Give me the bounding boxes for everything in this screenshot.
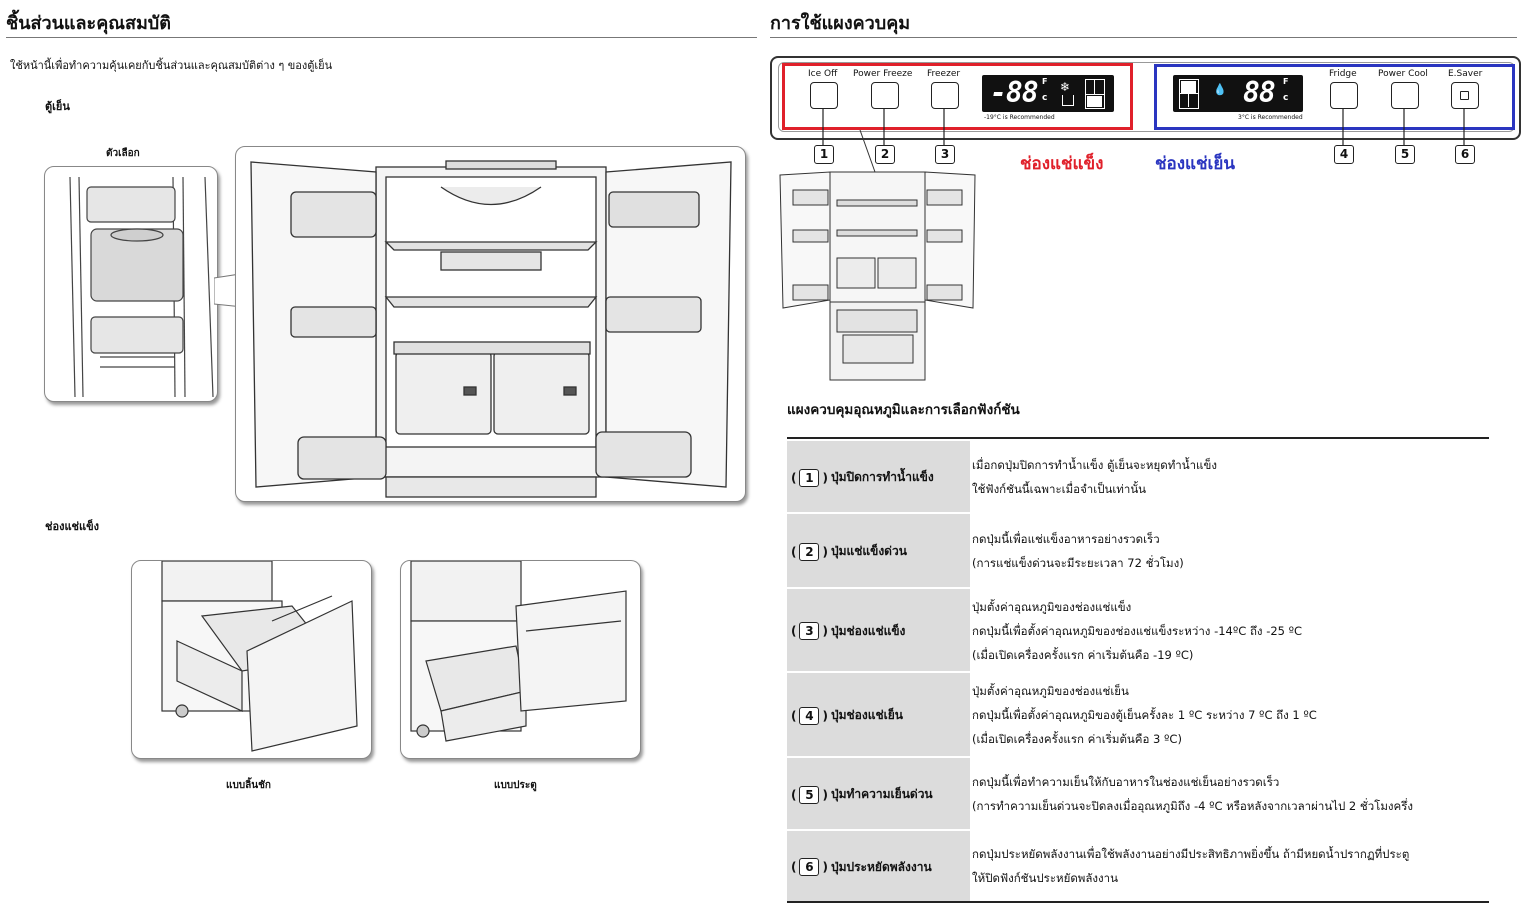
- row-name: ปุ่มประหยัดพลังงาน: [830, 859, 932, 874]
- left-intro: ใช้หน้านี้เพื่อทำความคุ้นเคยกับชิ้นส่วนแ…: [10, 59, 333, 72]
- fridge-zone-highlight: [1154, 64, 1515, 130]
- snowflake-icon: ❄: [1060, 80, 1071, 94]
- power-freeze-label: Power Freeze: [853, 69, 913, 79]
- fridge-label: Fridge: [1329, 69, 1357, 79]
- table-row: (4) ปุ่มช่องแช่เย็น ปุ่มตั้งค่าอุณหภูมิข…: [787, 671, 1489, 758]
- fridge-freezer-icon: [1085, 79, 1105, 109]
- row-desc-line: กดปุ่มประหยัดพลังงานเพื่อใช้พลังงานอย่าง…: [972, 847, 1410, 861]
- callout-number-6: 6: [1455, 145, 1475, 164]
- table-top-rule: [787, 437, 1489, 439]
- right-title: การใช้แผงควบคุม: [770, 13, 911, 34]
- table-row: (5) ปุ่มทำความเย็นด่วน กดปุ่มนี้เพื่อทำค…: [787, 756, 1489, 831]
- table-bottom-rule: [787, 901, 966, 903]
- freezer-unit-f: F: [1042, 77, 1048, 86]
- callout-number-5: 5: [1395, 145, 1415, 164]
- ice-off-button[interactable]: [810, 82, 838, 109]
- row-desc-line: (เมื่อเปิดเครื่องครั้งแรก ค่าเริ่มต้นคือ…: [972, 647, 1194, 662]
- row-desc-line: กดปุ่มนี้เพื่อตั้งค่าอุณหภูมิของตู้เย็นค…: [972, 708, 1317, 722]
- fridge-display: 💧 88 F c: [1173, 75, 1303, 112]
- fridge-recommend-note: 3°C is Recommended: [1238, 114, 1303, 121]
- ice-off-label: Ice Off: [808, 69, 838, 79]
- callout-number-1: 1: [814, 145, 834, 164]
- fridge-button[interactable]: [1330, 82, 1358, 109]
- left-title-rule: [6, 37, 757, 38]
- freezer-recommend-note: -19°C is Recommended: [984, 114, 1055, 121]
- row-number: 2: [799, 542, 820, 561]
- fridge-temp-readout: 88: [1243, 76, 1276, 109]
- water-drop-icon: 💧: [1213, 83, 1227, 96]
- row-desc-line: (เมื่อเปิดเครื่องครั้งแรก ค่าเริ่มต้นคือ…: [972, 732, 1182, 746]
- table-row: (3) ปุ่มช่องแช่แข็ง ปุ่มตั้งค่าอุณหภูมิข…: [787, 587, 1489, 673]
- door-type-illustration: [400, 560, 641, 759]
- freezer-display: -88 F c ❄: [982, 75, 1114, 112]
- freezer-button[interactable]: [931, 82, 959, 109]
- row-desc-line: ให้ปิดฟังก์ชันประหยัดพลังงาน: [972, 871, 1118, 885]
- fridge-heading: ตู้เย็น: [45, 100, 70, 113]
- row-desc-line: ใช้ฟังก์ชันนี้เฉพาะเมื่อจำเป็นเท่านั้น: [972, 482, 1147, 496]
- row-desc-line: กดปุ่มนี้เพื่อตั้งค่าอุณหภูมิของช่องแช่แ…: [972, 623, 1303, 638]
- row-number: 1: [799, 468, 820, 487]
- freezer-heading: ช่องแช่แข็ง: [45, 520, 99, 533]
- row-number: 6: [799, 858, 820, 876]
- small-fridge-illustration: [779, 130, 976, 381]
- freezer-zone-highlight: [782, 63, 1133, 130]
- row-desc-line: กดปุ่มนี้เพื่อทำความเย็นให้กับอาหารในช่อ…: [972, 775, 1280, 789]
- drawer-type-illustration: [131, 560, 372, 759]
- fridge-unit-f: F: [1283, 77, 1289, 86]
- ice-bucket-icon: [1062, 95, 1074, 106]
- table-row: (1) ปุ่มปิดการทำน้ำแข็ง เมื่อกดปุ่มปิดกา…: [787, 439, 1489, 514]
- drawer-caption: แบบลิ้นชัก: [226, 780, 271, 791]
- callout-lines: [822, 108, 1465, 146]
- row-number: 3: [799, 622, 820, 640]
- row-name: ปุ่มแช่แข็งด่วน: [830, 544, 907, 558]
- esaver-label: E.Saver: [1448, 69, 1483, 79]
- row-desc-line: ปุ่มตั้งค่าอุณหภูมิของช่องแช่แข็ง: [972, 599, 1132, 614]
- control-panel: [770, 56, 1521, 140]
- row-number: 5: [799, 785, 820, 804]
- option-label: ตัวเลือก: [106, 148, 140, 159]
- row-name: ปุ่มช่องแช่เย็น: [830, 708, 903, 722]
- left-title: ชิ้นส่วนและคุณสมบัติ: [6, 13, 171, 34]
- power-cool-label: Power Cool: [1378, 69, 1428, 79]
- freezer-label: Freezer: [927, 69, 961, 79]
- door-caption: แบบประตู: [494, 780, 537, 791]
- table-row: (2) ปุ่มแช่แข็งด่วน กดปุ่มนี้เพื่อแช่แข็…: [787, 512, 1489, 589]
- option-inset-illustration: [44, 166, 218, 402]
- freezer-temp-readout: -88: [990, 76, 1039, 109]
- freezer-zone-label: ช่องแช่แข็ง: [1020, 154, 1104, 174]
- callout-number-4: 4: [1334, 145, 1354, 164]
- function-table-title: แผงควบคุมอุณหภูมิและการเลือกฟังก์ชัน: [787, 402, 1020, 418]
- row-desc-line: (การทำความเย็นด่วนจะปิดลงเมื่ออุณหภูมิถึ…: [972, 799, 1414, 813]
- fridge-compartment-icon: [1179, 79, 1199, 109]
- row-desc-line: กดปุ่มนี้เพื่อแช่แข็งอาหารอย่างรวดเร็ว: [972, 532, 1160, 546]
- row-name: ปุ่มปิดการทำน้ำแข็ง: [830, 470, 934, 484]
- fridge-zone-label: ช่องแช่เย็น: [1155, 154, 1235, 174]
- row-number: 4: [799, 706, 820, 725]
- row-desc-line: เมื่อกดปุ่มปิดการทำน้ำแข็ง ตู้เย็นจะหยุด…: [972, 458, 1217, 472]
- row-desc-line: (การแช่แข็งด่วนจะมีระยะเวลา 72 ชั่วโมง): [972, 556, 1184, 570]
- row-name: ปุ่มช่องแช่แข็ง: [830, 623, 906, 638]
- fridge-unit-c: c: [1283, 93, 1289, 103]
- callout-number-3: 3: [935, 145, 955, 164]
- open-fridge-illustration: [235, 146, 746, 502]
- callout-number-2: 2: [875, 145, 895, 164]
- row-desc-line: ปุ่มตั้งค่าอุณหภูมิของช่องแช่เย็น: [972, 684, 1129, 698]
- row-name: ปุ่มทำความเย็นด่วน: [830, 787, 933, 801]
- esaver-button[interactable]: [1451, 82, 1479, 109]
- power-freeze-button[interactable]: [871, 82, 899, 109]
- right-title-rule: [770, 37, 1517, 38]
- table-row: (6) ปุ่มประหยัดพลังงาน กดปุ่มประหยัดพลัง…: [787, 829, 1489, 903]
- power-cool-button[interactable]: [1391, 82, 1419, 109]
- freezer-unit-c: c: [1042, 93, 1048, 103]
